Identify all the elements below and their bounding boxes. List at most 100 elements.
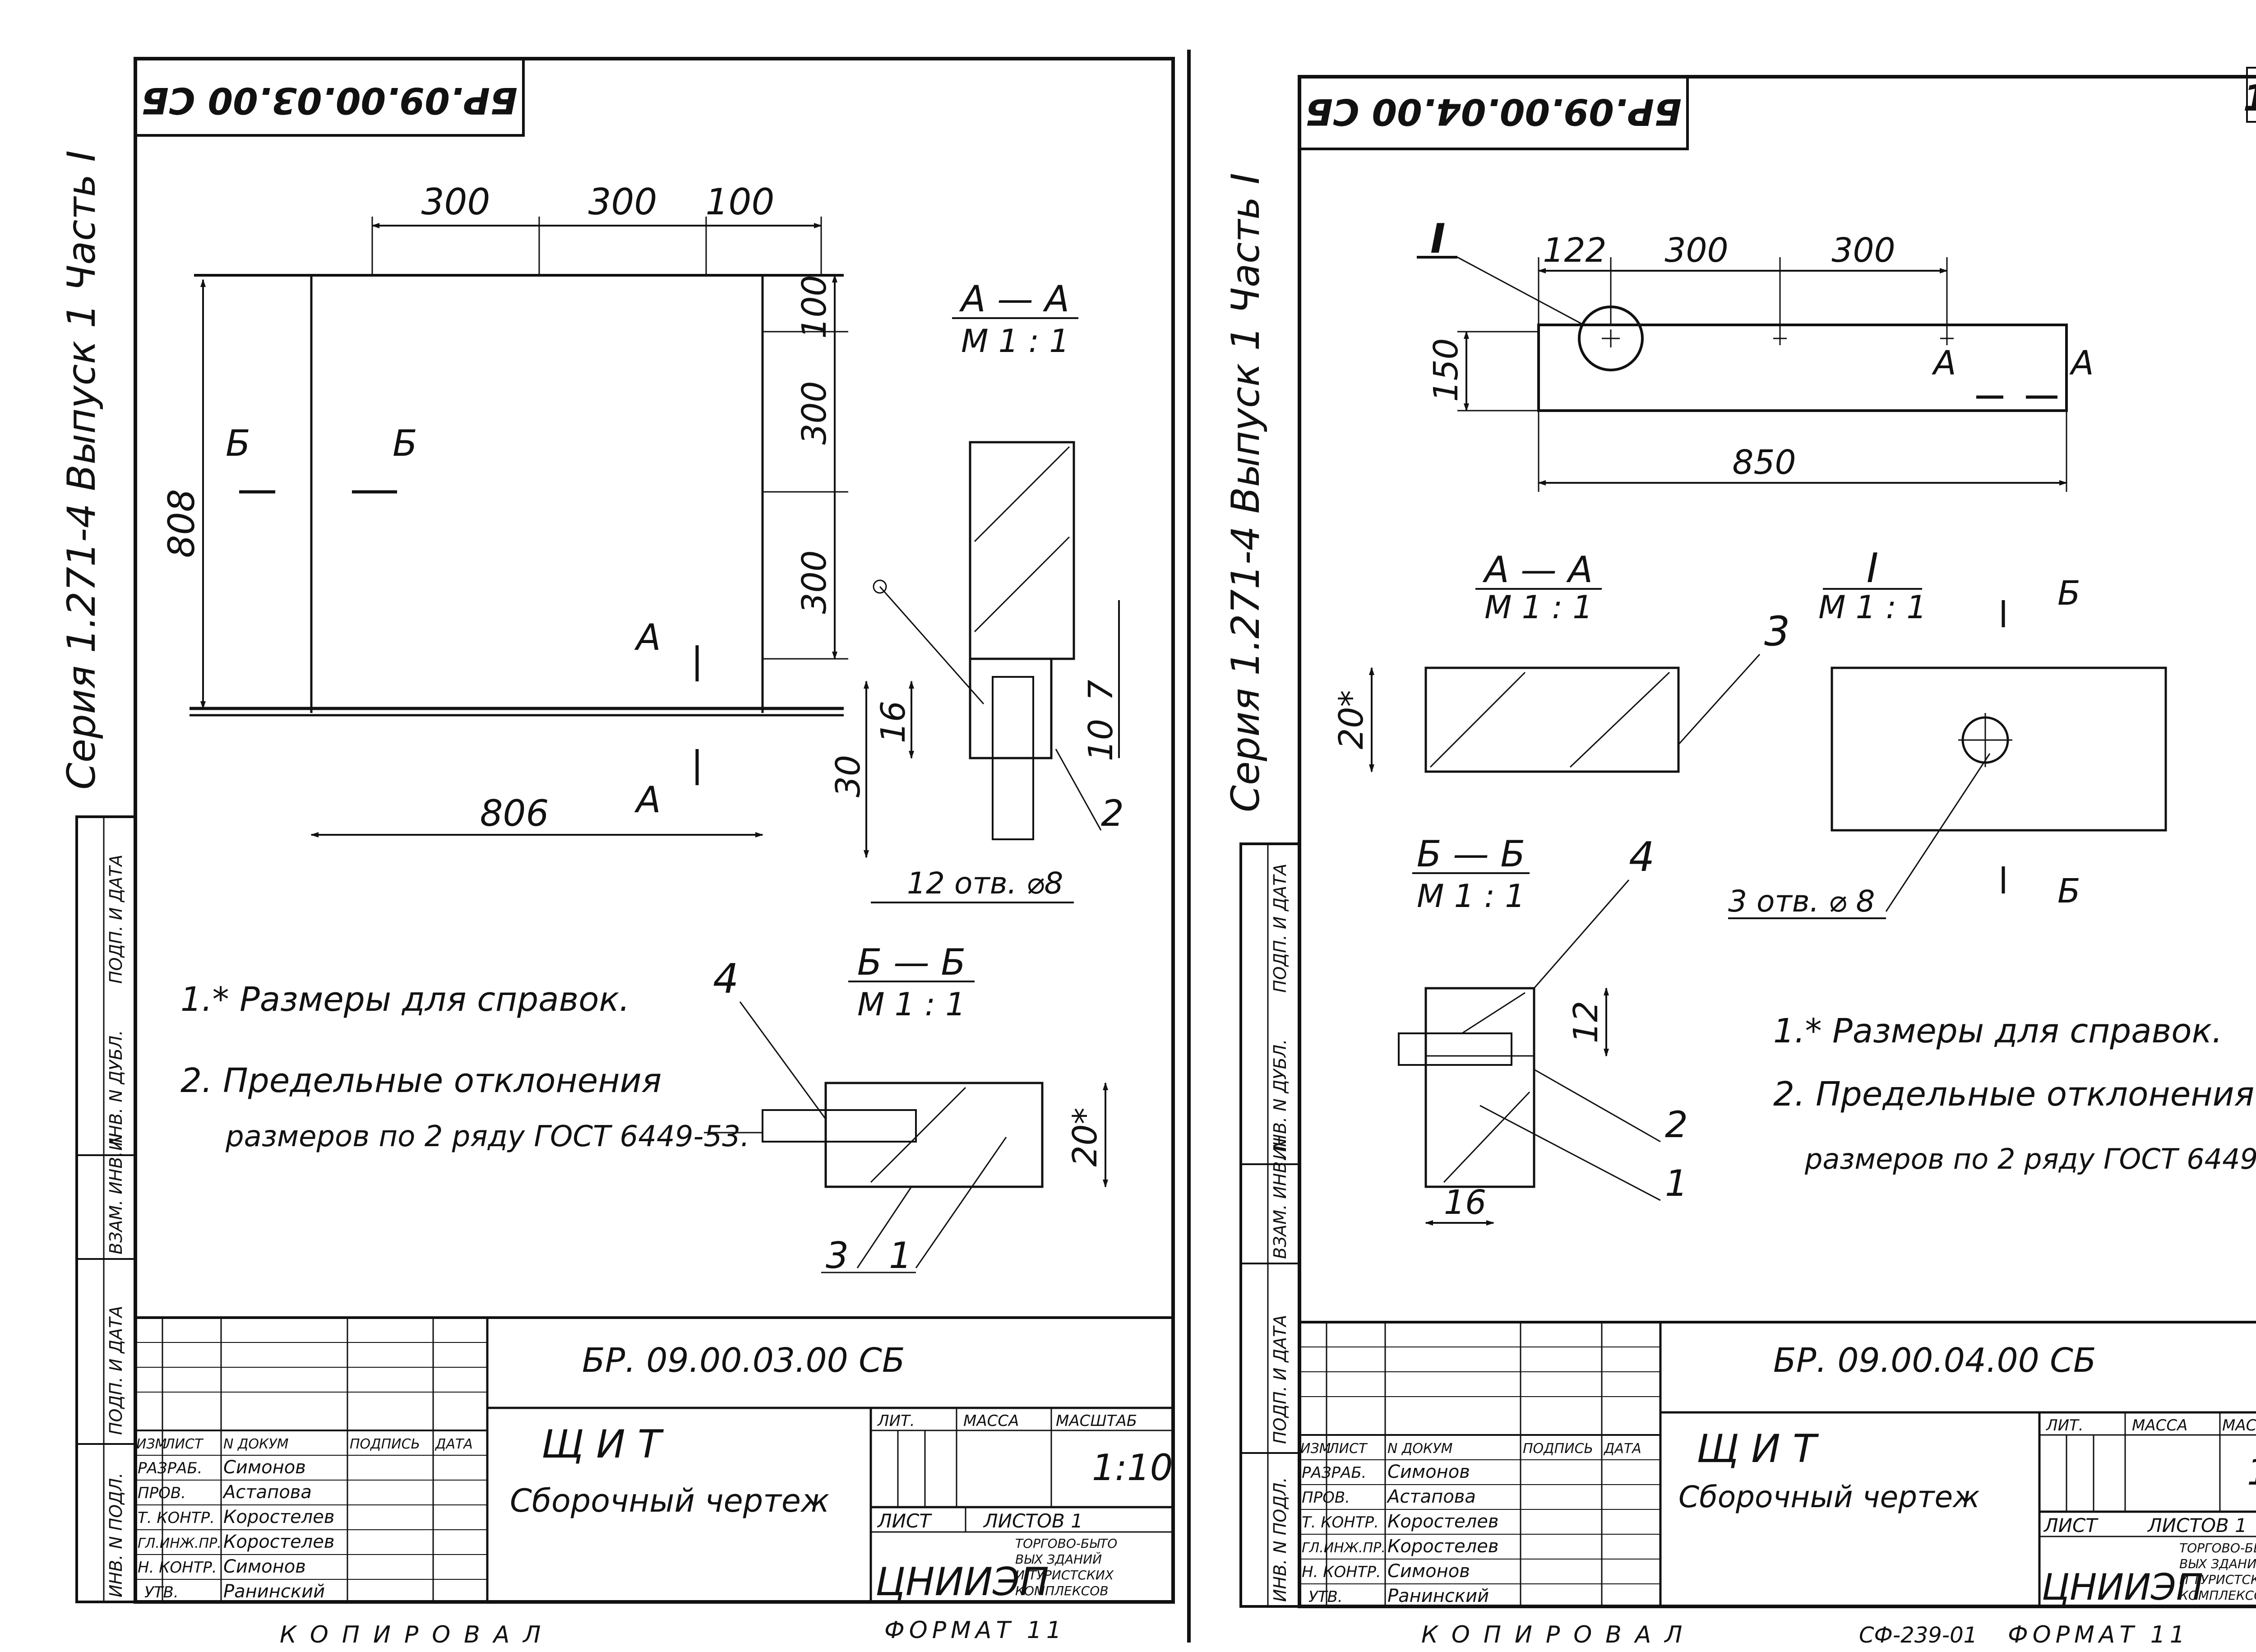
left-main-view: 300 300 100 100 300 300 808 806 Б Б А А: [161, 181, 848, 838]
right-name-1: Симонов: [1387, 1462, 1470, 1482]
left-dim-height: 808: [161, 489, 203, 558]
left-role-3: Т. КОНТР.: [138, 1509, 215, 1527]
left-role-1: РАЗРАБ.: [138, 1459, 202, 1477]
left-side-series: Серия 1.271-4 Выпуск 1 Часть I: [59, 150, 104, 790]
right-side-field-1: ИНВ. N ПОДЛ.: [1270, 1477, 1290, 1602]
left-mark-a-1: А: [634, 616, 661, 658]
right-mark-a-2: А: [2069, 344, 2094, 383]
left-dim-16: 16: [874, 701, 913, 743]
right-org-desc-3: И ТУРИСТСКИХ: [2179, 1572, 2256, 1587]
left-dim-7: 7: [1082, 680, 1120, 701]
left-dim-10: 10: [1082, 719, 1120, 761]
right-role-5: Н. КОНТР.: [1302, 1563, 1381, 1581]
right-col-scale: МАСШТАБ: [2222, 1416, 2256, 1435]
right-mark-b-1: Б: [2057, 574, 2080, 613]
right-code-stamp: БР.09.00.04.00 СБ: [1305, 91, 1682, 133]
left-stamp-org: ЦНИИЭП: [875, 1559, 1049, 1605]
left-mark-b-1: Б: [226, 422, 250, 464]
left-dim-top-1: 300: [421, 181, 490, 223]
left-section-aa-label: А — А: [959, 278, 1069, 320]
left-section-bb: Б — Б М 1 : 1 20* 4 3 1: [704, 941, 1108, 1277]
left-org-desc-4: КОМПЛЕКСОВ: [1015, 1583, 1109, 1598]
left-code-stamp: БР.09.00.03.00 СБ: [141, 79, 518, 121]
left-side-fields: ИНВ. N ПОДЛ. ПОДП. И ДАТА ВЗАМ. ИНВ. N И…: [77, 817, 135, 1602]
right-role-2: ПРОВ.: [1302, 1489, 1350, 1507]
left-name-1: Симонов: [223, 1457, 306, 1478]
left-section-aa-scale: М 1 : 1: [961, 323, 1069, 360]
left-hdr-podpis: ПОДПИСЬ: [350, 1436, 420, 1452]
archive-code: СФ-239-01: [1859, 1623, 1977, 1648]
left-mark-b-2: Б: [393, 422, 417, 464]
right-main-view: 122 300 300 150 850 I А А: [1417, 215, 2094, 492]
right-dim-height: 150: [1427, 338, 1465, 402]
right-dim-20: 20*: [1332, 690, 1371, 749]
right-section-bb: Б — Б М 1 : 1 12 16 4 2 1: [1398, 833, 1688, 1226]
left-col-lit: ЛИТ.: [877, 1412, 915, 1430]
left-title: Щ И Т: [541, 1422, 664, 1467]
right-side-field-2: ПОДП. И ДАТА: [1270, 1315, 1290, 1444]
right-name-2: Астапова: [1386, 1486, 1476, 1507]
right-col-sheet: ЛИСТ: [2043, 1514, 2099, 1536]
right-dim-top-3: 300: [1831, 231, 1895, 270]
right-stamp-org: ЦНИИЭП: [2042, 1566, 2203, 1608]
right-dim-16: 16: [1444, 1183, 1486, 1222]
left-dim-top-3: 100: [706, 181, 775, 223]
left-doc-code: БР. 09.00.03.00 СБ: [582, 1341, 905, 1380]
right-name-6: Ранинский: [1387, 1586, 1489, 1606]
left-name-5: Симонов: [223, 1556, 306, 1577]
left-hdr-data: ДАТА: [435, 1436, 473, 1452]
left-section-bb-label: Б — Б: [857, 941, 966, 983]
right-role-1: РАЗРАБ.: [1302, 1464, 1366, 1482]
right-view-i-scale: М 1 : 1: [1818, 589, 1927, 626]
left-pos-3: 3: [826, 1235, 849, 1277]
right-note-2: 2. Предельные отклонения: [1773, 1075, 2254, 1114]
right-dim-12: 12: [1567, 1001, 1605, 1043]
right-dim-width: 850: [1732, 443, 1796, 482]
left-org-desc-2: ВЫХ ЗДАНИЙ: [1015, 1551, 1102, 1567]
right-org-desc-4: КОМПЛЕКСОВ: [2179, 1588, 2256, 1603]
left-hdr-list: ЛИСТ: [164, 1436, 204, 1452]
left-dim-20: 20*: [1066, 1107, 1105, 1166]
right-name-3: Коростелев: [1387, 1511, 1498, 1532]
right-side-fields: ИНВ. N ПОДЛ. ПОДП. И ДАТА ВЗАМ. ИНВ. N И…: [1241, 844, 1299, 1606]
left-section-aa: А — А М 1 : 1 30 16 7 10 2 12 отв. ⌀8: [829, 278, 1124, 903]
right-title-block: ИЗМ ЛИСТ N ДОКУМ ПОДПИСЬ ДАТА РАЗРАБ. ПР…: [1298, 1321, 2256, 1608]
right-hdr-data: ДАТА: [1603, 1441, 1641, 1457]
right-role-3: Т. КОНТР.: [1302, 1513, 1379, 1532]
right-view-i-mark: I: [1430, 215, 1446, 263]
left-col-sheets: ЛИСТОВ 1: [983, 1510, 1083, 1532]
left-dim-right-3: 300: [795, 550, 834, 614]
left-dim-width: 806: [480, 792, 549, 834]
sheet-number: 111: [2243, 77, 2256, 119]
right-scale-value: 1:1: [2247, 1451, 2256, 1493]
right-hdr-izm: ИЗМ: [1300, 1441, 1331, 1457]
left-side-field-3: ВЗАМ. ИНВ. N: [106, 1133, 126, 1254]
left-dim-right-1: 100: [795, 275, 834, 338]
right-pos-4: 4: [1629, 833, 1655, 881]
right-pos-1: 1: [1665, 1162, 1688, 1204]
right-hdr-podpis: ПОДПИСЬ: [1523, 1441, 1593, 1457]
right-mark-a-1: А: [1932, 344, 1956, 383]
left-title-block: ИЗМ ЛИСТ N ДОКУМ ПОДПИСЬ ДАТА РАЗРАБ. ПР…: [134, 1316, 1174, 1605]
left-hdr-ndokum: N ДОКУМ: [223, 1436, 289, 1452]
left-col-sheet: ЛИСТ: [877, 1510, 932, 1532]
right-note-3: размеров по 2 ряду ГОСТ 6449-53: [1804, 1143, 2256, 1175]
left-mark-a-2: А: [634, 779, 661, 821]
left-pos-4: 4: [713, 955, 739, 1003]
left-scale-value: 1:10: [1092, 1447, 1173, 1489]
right-view-i-label: I: [1867, 545, 1879, 592]
left-section-bb-scale: М 1 : 1: [857, 986, 966, 1023]
left-format-label: ФОРМАТ 11: [884, 1617, 1066, 1644]
left-org-desc-3: И ТУРИСТСКИХ: [1015, 1568, 1114, 1583]
right-section-bb-label: Б — Б: [1417, 833, 1526, 875]
left-side-strip: [75, 815, 137, 1603]
right-section-bb-scale: М 1 : 1: [1417, 878, 1525, 915]
right-side-series: Серия 1.271-4 Выпуск 1 Часть I: [1223, 173, 1268, 812]
right-doc-code: БР. 09.00.04.00 СБ: [1773, 1341, 2096, 1380]
right-role-4: ГЛ.ИНЖ.ПР.: [1302, 1540, 1386, 1556]
right-org-desc-1: ТОРГОВО-БЫТО: [2179, 1541, 2256, 1555]
right-role-6: УТВ.: [1308, 1588, 1343, 1606]
left-org-desc-1: ТОРГОВО-БЫТО: [1015, 1536, 1117, 1551]
right-holes-label: 3 отв. ⌀ 8: [1728, 884, 1875, 919]
